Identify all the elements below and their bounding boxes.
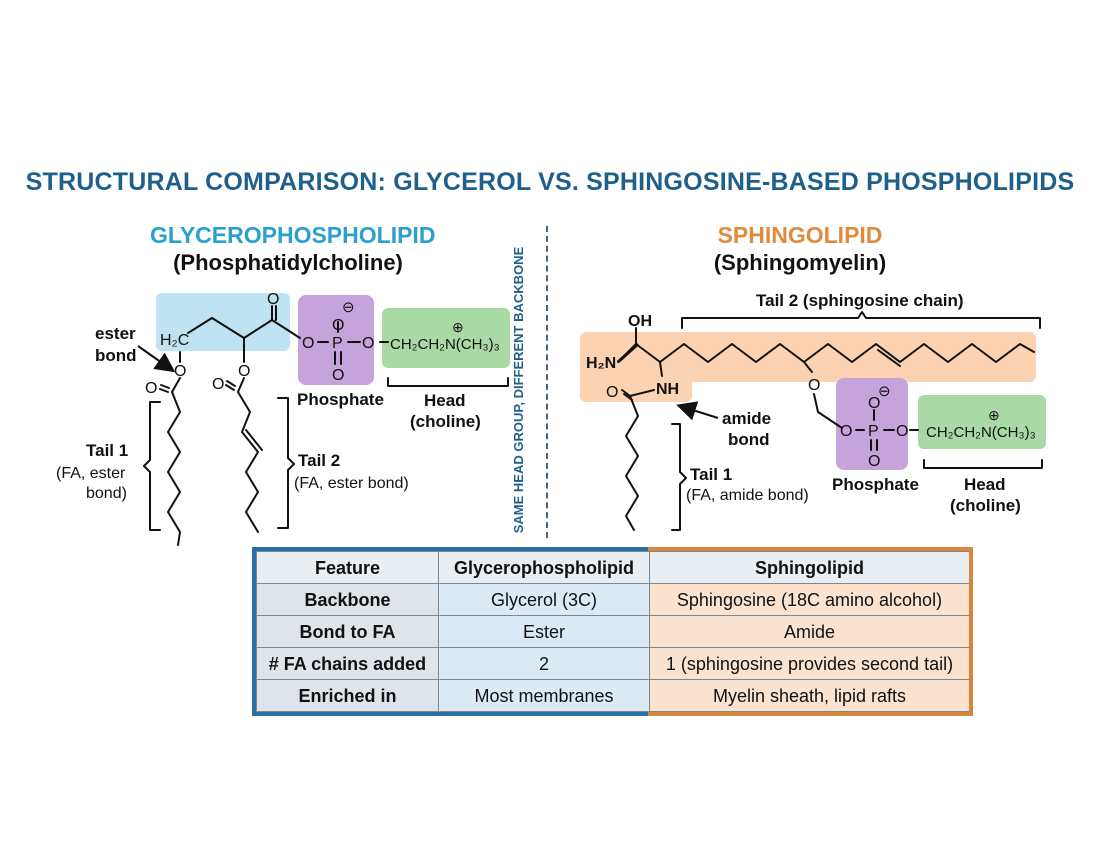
glyc-choline-label: (choline)	[410, 412, 481, 431]
sph-choline-label: (choline)	[950, 496, 1021, 515]
glyc-o-ether1: O	[174, 363, 186, 380]
glyc-tail2-sub: (FA, ester bond)	[294, 475, 409, 492]
sph-tail1-label: Tail 1	[690, 465, 732, 484]
center-divider	[546, 226, 548, 538]
sph-phosphate-highlight	[836, 378, 908, 470]
sph-o-p-top: O	[868, 395, 880, 412]
sph-o-p-bottom: O	[868, 453, 880, 470]
glyc-tail1-sub1: (FA, ester	[56, 465, 126, 482]
glyc-tail1-sub2: bond)	[86, 485, 127, 502]
glyc-head-label: Head	[424, 391, 466, 410]
sph-choline-highlight	[918, 395, 1046, 449]
comparison-table: Feature Glycerophospholipid Sphingolipid…	[256, 551, 970, 712]
sph-p: P	[868, 423, 879, 440]
sph-h2n: H₂N	[586, 355, 616, 372]
glyc-choline-highlight	[382, 308, 510, 368]
table-row: # FA chains added 2 1 (sphingosine provi…	[256, 647, 970, 680]
sph-choline: CH₂CH₂N(CH₃)₃	[926, 424, 1036, 441]
glyc-o-link: O	[302, 335, 314, 352]
sph-phosphate-label: Phosphate	[832, 475, 919, 494]
sph-o-p-right: O	[896, 423, 908, 440]
glyc-tail2-label: Tail 2	[298, 451, 340, 470]
amide-label-2: bond	[728, 430, 770, 449]
sph-o-link: O	[808, 377, 820, 394]
sphingolipid-heading: SPHINGOLIPID	[717, 222, 883, 248]
sph-o-p-left: O	[840, 423, 852, 440]
sph-nh: NH	[656, 381, 679, 398]
glyc-o-p-top: O	[332, 317, 344, 334]
sph-plus: ⊕	[988, 407, 1000, 423]
sphingomyelin-subheading: (Sphingomyelin)	[713, 250, 887, 275]
ester-label-1: ester	[95, 324, 136, 343]
sph-tail2-label: Tail 2 (sphingosine chain)	[756, 291, 964, 310]
phosphatidylcholine-subheading: (Phosphatidylcholine)	[173, 250, 403, 275]
glycerol-backbone-highlight	[156, 293, 290, 351]
glyc-o-p-bottom: O	[332, 367, 344, 384]
glyc-p: P	[332, 335, 343, 352]
glyc-h2c: H₂C	[160, 332, 189, 349]
table-row: Backbone Glycerol (3C) Sphingosine (18C …	[256, 583, 970, 616]
sph-minus: ⊖	[878, 383, 891, 400]
diagram-title: STRUCTURAL COMPARISON: GLYCEROL VS. SPHI…	[25, 168, 1075, 196]
glycerophospholipid-heading: GLYCEROPHOSPHOLIPID	[150, 222, 436, 248]
sph-tail1-sub: (FA, amide bond)	[686, 487, 809, 504]
header-sphingolipid: Sphingolipid	[649, 551, 970, 584]
header-glycerophospholipid: Glycerophospholipid	[438, 551, 650, 584]
header-feature: Feature	[256, 551, 439, 584]
glyc-minus: ⊖	[342, 299, 355, 316]
glyc-choline: CH₂CH₂N(CH₃)₃	[390, 336, 500, 353]
glyc-o-p-right: O	[362, 335, 374, 352]
glyc-phosphate-label: Phosphate	[297, 390, 384, 409]
sph-o-carbonyl: O	[606, 384, 618, 401]
table-row: Bond to FA Ester Amide	[256, 615, 970, 648]
glyc-o-c2: O	[212, 376, 224, 393]
table-row: Enriched in Most membranes Myelin sheath…	[256, 679, 970, 712]
glyc-o-c1: O	[145, 380, 157, 397]
amide-label-1: amide	[722, 409, 771, 428]
glyc-tail1-label: Tail 1	[86, 441, 128, 460]
ester-label-2: bond	[95, 346, 137, 365]
glyc-phosphate-highlight	[298, 295, 374, 385]
sphingosine-amine-highlight	[580, 360, 692, 402]
sph-head-label: Head	[964, 475, 1006, 494]
table-header-row: Feature Glycerophospholipid Sphingolipid	[256, 551, 970, 584]
glyc-o-ether2: O	[238, 363, 250, 380]
glyc-o-carbonyl-top: O	[267, 291, 279, 308]
glyc-plus: ⊕	[452, 319, 464, 335]
sph-oh: OH	[628, 313, 652, 330]
